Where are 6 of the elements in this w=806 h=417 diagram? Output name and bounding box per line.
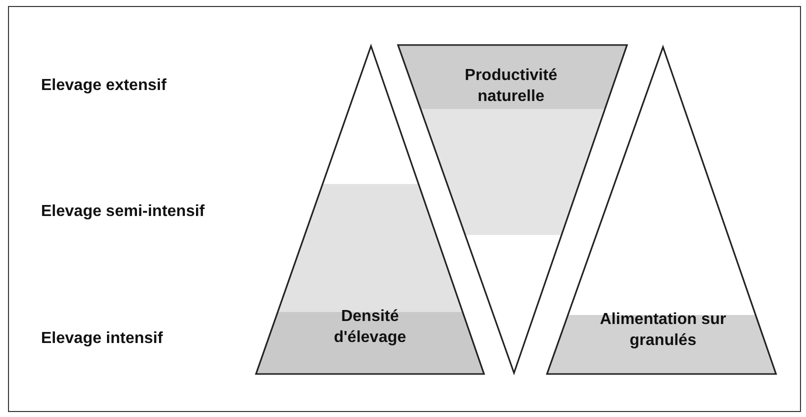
triangle-label: Alimentation sur granulés (598, 310, 728, 351)
row-label: Elevage intensif (41, 330, 163, 348)
row-label: Elevage semi-intensif (41, 203, 205, 221)
row-label: Elevage extensif (41, 77, 166, 95)
triangle-label: Densité d'élevage (332, 307, 408, 348)
triangle-label: Productivité naturelle (464, 66, 558, 107)
